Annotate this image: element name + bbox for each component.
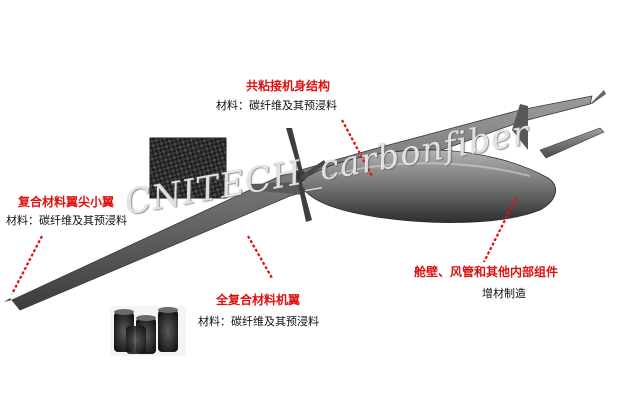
label-wingtip-title: 复合材料翼尖小翼: [18, 195, 115, 209]
label-full-wing-material: 材料：碳纤维及其预浸料: [198, 315, 319, 328]
fiber-spools-image: [110, 306, 186, 356]
label-wingtip-material: 材料：碳纤维及其预浸料: [6, 214, 127, 227]
label-internal-parts-material: 增材制造: [482, 287, 526, 300]
propeller-blade-lower: [297, 176, 312, 222]
callout-line-internal: [483, 197, 517, 263]
callout-line-wing: [247, 235, 273, 279]
propeller-blade-upper: [286, 128, 303, 176]
right-winglet: [590, 90, 606, 104]
carbon-fabric-swatch: [149, 137, 227, 199]
label-full-wing-title: 全复合材料机翼: [216, 293, 301, 307]
vertical-tail: [512, 104, 528, 150]
left-winglet: [4, 298, 20, 310]
tail-boom: [250, 182, 305, 195]
callout-line-wingtip: [11, 235, 43, 295]
label-bonded-fuselage-title: 共粘接机身结构: [246, 79, 331, 93]
horizontal-stabilizer: [539, 127, 605, 159]
label-bonded-fuselage-material: 材料：碳纤维及其预浸料: [216, 99, 337, 112]
label-internal-parts-title: 舱壁、风管和其他内部组件: [414, 265, 559, 279]
propeller-blade-side: [300, 160, 326, 180]
callout-line-fuselage: [341, 119, 373, 177]
